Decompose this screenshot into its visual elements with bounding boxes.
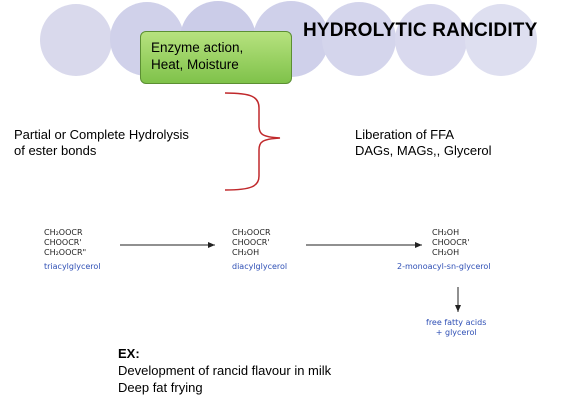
structure-line: CH₂OOCR": [44, 248, 87, 257]
triacylglycerol-structure: CH₂OOCR CHOOCR' CH₂OOCR": [44, 228, 86, 258]
structure-line: CHOOCR': [232, 238, 270, 247]
decor-circle-7: [465, 4, 537, 76]
structure-line: CHOOCR': [432, 238, 470, 247]
monoacylglycerol-structure: CH₂OH CHOOCR' CH₂OH: [432, 228, 470, 258]
structure-line: CH₂OH: [432, 248, 460, 257]
left-text-line-2: of ester bonds: [14, 143, 97, 158]
structure-line: CH₂OOCR: [44, 228, 83, 237]
left-text: Partial or Complete Hydrolysis of ester …: [14, 127, 189, 159]
slide-title: HYDROLYTIC RANCIDITY: [303, 20, 538, 41]
monoacylglycerol-label: 2-monoacyl-sn-glycerol: [397, 262, 491, 271]
products-line-1: free fatty acids: [426, 318, 487, 327]
conditions-box: Enzyme action, Heat, Moisture: [140, 31, 292, 84]
left-text-line-1: Partial or Complete Hydrolysis: [14, 127, 189, 142]
right-text: Liberation of FFA DAGs, MAGs,, Glycerol: [355, 127, 492, 159]
conditions-line-1: Enzyme action,: [151, 40, 244, 55]
example-item: Development of rancid flavour in milk: [118, 363, 332, 378]
examples: EX: Development of rancid flavour in mil…: [118, 345, 331, 396]
examples-heading: EX:: [118, 346, 140, 361]
decor-circle-5: [322, 2, 396, 76]
right-text-line-1: Liberation of FFA: [355, 127, 454, 142]
right-text-line-2: DAGs, MAGs,, Glycerol: [355, 143, 492, 158]
products-label: free fatty acids + glycerol: [426, 318, 486, 338]
structure-line: CH₂OH: [232, 248, 260, 257]
decor-circle-6: [395, 4, 467, 76]
example-item: Deep fat frying: [118, 380, 203, 395]
structure-line: CH₂OH: [432, 228, 460, 237]
products-line-2: + glycerol: [435, 328, 477, 337]
triacylglycerol-label: triacylglycerol: [44, 262, 101, 271]
diacylglycerol-label: diacylglycerol: [232, 262, 288, 271]
decor-circle-1: [40, 4, 112, 76]
diacylglycerol-structure: CH₂OOCR CHOOCR' CH₂OH: [232, 228, 271, 258]
curly-brace: [224, 92, 281, 191]
structure-line: CH₂OOCR: [232, 228, 271, 237]
structure-line: CHOOCR': [44, 238, 82, 247]
conditions-line-2: Heat, Moisture: [151, 57, 239, 72]
